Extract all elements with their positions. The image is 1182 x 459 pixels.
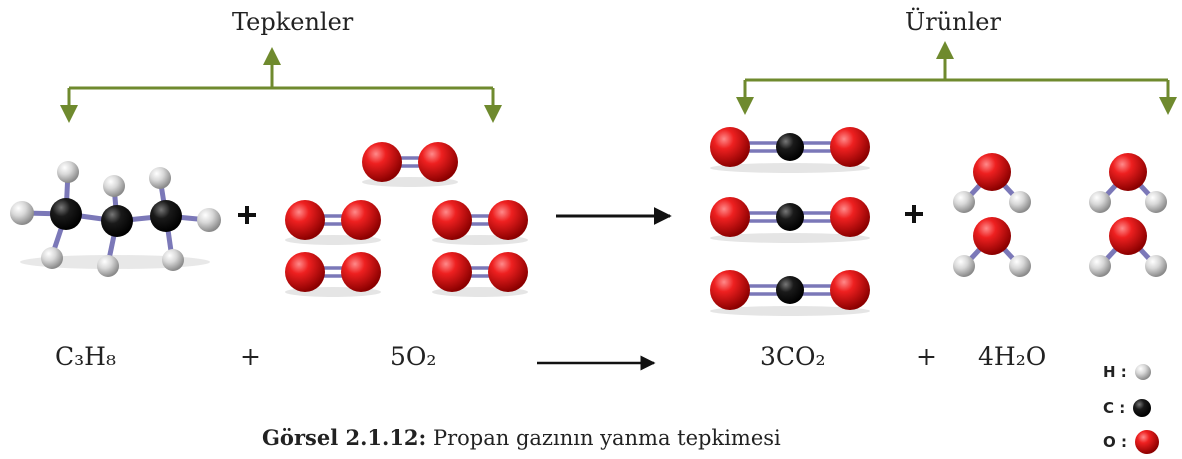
formula-oxygen: 5O₂ — [390, 342, 437, 371]
water-molecules — [953, 153, 1167, 277]
oxygen-atom-icon — [1134, 430, 1159, 454]
hydrogen-atom-icon — [1134, 364, 1151, 380]
figure-caption: Görsel 2.1.12: Propan gazının yanma tepk… — [262, 425, 781, 450]
plus-sign-molecules-1 — [238, 206, 256, 224]
legend-hydrogen-label: H : — [1103, 363, 1127, 381]
formula-water: 4H₂O — [978, 342, 1047, 371]
formula-carbon-dioxide: 3CO₂ — [760, 342, 826, 371]
formula-plus-2: + — [916, 342, 937, 371]
carbon-atom-icon — [1133, 399, 1152, 417]
oxygen-molecules — [283, 140, 530, 299]
formula-plus-1: + — [240, 342, 261, 371]
products-bracket — [736, 41, 1177, 115]
formula-propane: C₃H₈ — [55, 342, 116, 371]
propane-molecule — [10, 161, 221, 277]
reactants-bracket — [60, 47, 502, 123]
carbon-dioxide-molecules — [708, 125, 872, 318]
caption-number: Görsel 2.1.12: — [262, 425, 427, 450]
legend-oxygen-label: O : — [1103, 433, 1127, 451]
legend-oxygen: O : — [1103, 428, 1161, 456]
reactants-label: Tepkenler — [232, 8, 354, 36]
legend-carbon-label: C : — [1103, 399, 1126, 417]
legend-carbon: C : — [1103, 397, 1153, 419]
legend-hydrogen: H : — [1103, 362, 1153, 382]
caption-text: Propan gazının yanma tepkimesi — [426, 426, 781, 450]
products-label: Ürünler — [905, 8, 1001, 36]
plus-sign-molecules-2 — [905, 205, 923, 223]
